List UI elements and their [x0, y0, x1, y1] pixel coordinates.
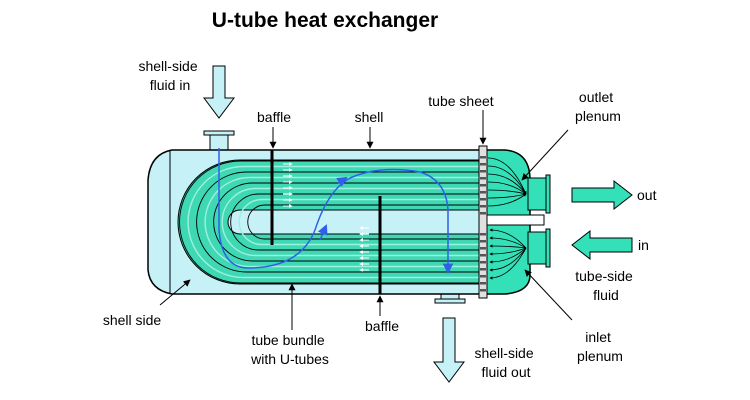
tube-sheet-hole — [480, 205, 486, 208]
u-tube — [187, 165, 483, 279]
label-inlet-plenum: inlet plenum — [577, 329, 623, 364]
outlet-flange — [545, 174, 551, 214]
plenum-flow-arrows — [487, 157, 527, 280]
u-tube — [179, 160, 483, 284]
tube-sheet-hole — [480, 268, 486, 271]
tube-sheet-hole — [480, 191, 486, 194]
tube-sheet-hole — [480, 289, 486, 292]
tube-sheet-hole — [480, 261, 486, 264]
tube-sheet-hole — [480, 177, 486, 180]
tube-sheet-hole — [480, 198, 486, 201]
label-shell-side: shell side — [103, 312, 162, 328]
outlet-fan-arrow — [487, 193, 527, 207]
label-outlet-plenum: outlet plenum — [575, 89, 621, 124]
inlet-flange — [545, 228, 551, 268]
outlet-fan-arrow — [487, 173, 527, 195]
label-baffle-bottom: baffle — [365, 318, 399, 334]
u-tube — [213, 182, 483, 262]
outlet-fan-arrow — [487, 157, 527, 195]
tube-bundle-fill — [177, 159, 484, 285]
tube-sheet — [478, 145, 488, 299]
label-in: in — [638, 237, 649, 253]
tube-sheet-hole — [480, 247, 486, 250]
label-shell-side-fluid-out: shell-side fluid out — [474, 345, 537, 380]
tube-fluid-in-arrow — [571, 229, 633, 261]
label-tube-sheet: tube sheet — [428, 93, 493, 109]
u-tube — [230, 193, 483, 251]
outlet-nozzle — [527, 177, 547, 211]
tube-sheet-hole — [480, 240, 486, 243]
plenum-head — [485, 149, 551, 295]
tube-sheet-hole — [480, 170, 486, 173]
inlet-fan-arrow — [489, 244, 527, 249]
shell-flow-arrow-1 — [317, 224, 328, 241]
label-tube-bundle: tube bundle with U-tubes — [250, 332, 329, 367]
u-tube — [196, 171, 483, 273]
shell-side-leader — [159, 279, 191, 306]
inlet-plenum-leader — [524, 269, 573, 321]
inlet-fan-arrow — [489, 236, 527, 249]
pass-partition — [485, 214, 545, 226]
label-out: out — [637, 187, 657, 203]
inlet-fan-arrow — [489, 247, 527, 280]
label-shell-side-fluid-in: shell-side fluid in — [138, 58, 201, 93]
shell-fluid-out-arrow — [433, 317, 465, 383]
shell-flow-arrow-2 — [336, 176, 348, 187]
outlet-plenum-leader — [521, 129, 569, 181]
tube-sheet-hole — [480, 163, 486, 166]
tube-fluid-out-arrow — [571, 179, 633, 211]
shell-flow-path — [218, 148, 454, 275]
u-tube — [221, 187, 483, 257]
tube-sheet-hole — [480, 212, 486, 215]
u-tube — [247, 204, 483, 240]
tube-sheet-hole — [480, 282, 486, 285]
inlet-fan-arrow — [489, 247, 527, 256]
label-tube-side-fluid: tube-side fluid — [575, 268, 636, 303]
shell-inlet-flange — [203, 130, 235, 136]
inlet-fan-arrow — [489, 228, 527, 249]
tube-sheet-hole — [480, 254, 486, 257]
tube-sheet-hole — [480, 233, 486, 236]
inlet-nozzle — [527, 231, 547, 265]
u-tube — [238, 198, 483, 246]
outlet-fan-arrow — [487, 165, 527, 195]
label-shell: shell — [355, 109, 384, 125]
shell-outlet-flange — [434, 298, 466, 304]
tube-sheet-hole — [480, 156, 486, 159]
diagram-title: U-tube heat exchanger — [212, 9, 438, 32]
tube-sheet-holes — [480, 156, 486, 292]
shell-fluid-in-arrow — [203, 65, 235, 119]
tube-sheet-hole — [480, 275, 486, 278]
inlet-fan-arrow — [489, 247, 527, 272]
inlet-fan-arrow — [489, 247, 527, 264]
label-baffle-top: baffle — [257, 109, 291, 125]
tube-bundle — [177, 159, 484, 285]
tube-gap-arrows — [283, 162, 369, 272]
tube-sheet-hole — [480, 184, 486, 187]
